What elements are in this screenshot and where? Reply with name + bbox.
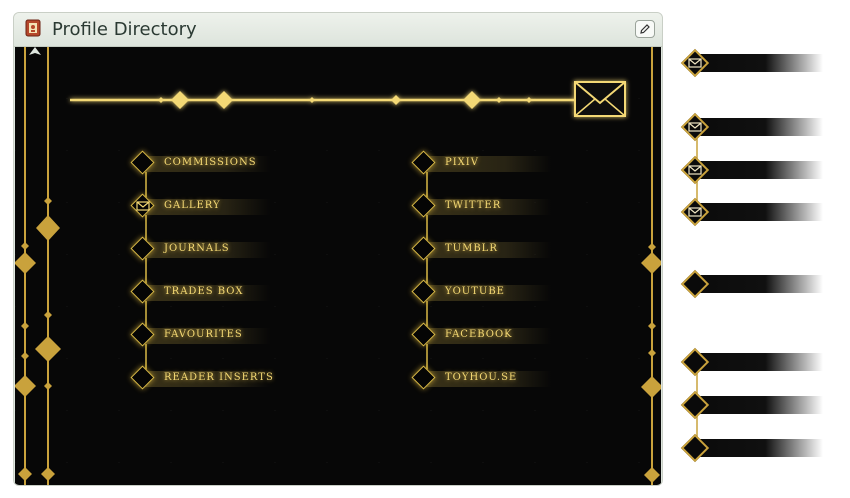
link-bar: [423, 371, 551, 387]
link-twitter[interactable]: TWITTER: [411, 193, 553, 220]
link-tumblr[interactable]: TUMBLR: [411, 236, 553, 263]
envelope-icon: [574, 81, 626, 117]
side-link-bar: [695, 439, 823, 457]
link-journals[interactable]: JOURNALS: [130, 236, 272, 263]
widget-header: Profile Directory: [14, 13, 662, 47]
link-label: GALLERY: [164, 200, 221, 211]
link-label: PIXIV: [445, 157, 479, 168]
link-bar: [142, 285, 270, 301]
side-link-bar: [695, 396, 823, 414]
envelope-icon: [688, 165, 702, 175]
link-label: READER INSERTS: [164, 372, 274, 383]
link-bar: [142, 328, 270, 344]
link-bar: [423, 285, 551, 301]
side-link-mail-4[interactable]: [680, 197, 823, 227]
link-bar: [423, 156, 551, 172]
link-facebook[interactable]: FACEBOOK: [411, 322, 553, 349]
envelope-icon: [688, 207, 702, 217]
side-link-6[interactable]: [680, 347, 823, 377]
link-label: FAVOURITES: [164, 329, 243, 340]
envelope-icon: [136, 201, 150, 211]
side-link-bar: [695, 203, 823, 221]
pencil-icon: [640, 24, 650, 34]
side-link-7[interactable]: [680, 390, 823, 420]
link-bar: [142, 371, 270, 387]
side-link-bar: [695, 353, 823, 371]
link-label: TRADES BOX: [164, 286, 244, 297]
link-bar: [423, 242, 551, 258]
link-commissions[interactable]: COMMISSIONS: [130, 150, 272, 177]
side-link-bar: [695, 275, 823, 293]
link-label: JOURNALS: [164, 243, 230, 254]
side-link-bar: [695, 54, 823, 72]
side-link-bar: [695, 161, 823, 179]
side-link-mail-1[interactable]: [680, 48, 823, 78]
link-label: COMMISSIONS: [164, 157, 257, 168]
gold-border-ornament: [15, 47, 661, 485]
link-youtube[interactable]: YOUTUBE: [411, 279, 553, 306]
link-toyhouse[interactable]: TOYHOU.SE: [411, 365, 553, 392]
directory-panel: COMMISSIONS GALLERY JOURNALS TRADES BOX …: [15, 47, 661, 485]
side-link-8[interactable]: [680, 433, 823, 463]
link-bar: [142, 199, 270, 215]
side-link-mail-3[interactable]: [680, 155, 823, 185]
link-label: TOYHOU.SE: [445, 372, 518, 383]
link-trades-box[interactable]: TRADES BOX: [130, 279, 272, 306]
link-bar: [423, 199, 551, 215]
link-label: FACEBOOK: [445, 329, 513, 340]
notebook-icon: [25, 19, 41, 37]
link-bar: [423, 328, 551, 344]
link-gallery[interactable]: GALLERY: [130, 193, 272, 220]
link-pixiv[interactable]: PIXIV: [411, 150, 553, 177]
side-link-mail-2[interactable]: [680, 112, 823, 142]
link-label: TWITTER: [445, 200, 502, 211]
edit-button[interactable]: [635, 20, 655, 38]
side-link-bar: [695, 118, 823, 136]
link-label: TUMBLR: [445, 243, 498, 254]
link-label: YOUTUBE: [445, 286, 505, 297]
envelope-icon: [688, 122, 702, 132]
envelope-icon: [688, 58, 702, 68]
link-bar: [142, 242, 270, 258]
link-favourites[interactable]: FAVOURITES: [130, 322, 272, 349]
profile-directory-widget: Profile Directory: [13, 12, 663, 486]
widget-title: Profile Directory: [52, 19, 197, 40]
side-link-5[interactable]: [680, 269, 823, 299]
link-reader-inserts[interactable]: READER INSERTS: [130, 365, 274, 392]
link-bar: [142, 156, 270, 172]
